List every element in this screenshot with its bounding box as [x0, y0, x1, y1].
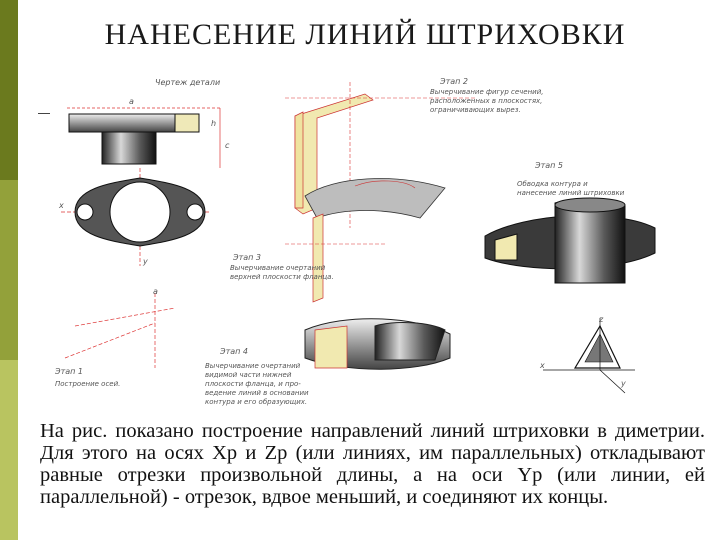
top-view: x y: [58, 168, 210, 266]
stage2-text-3: ограничивающих вырез.: [430, 106, 521, 114]
stage5-text-1: Обводка контура и: [517, 180, 588, 188]
stage2-text-1: Вычерчивание фигур сечений,: [430, 88, 544, 96]
stage5-title: Этап 5: [534, 161, 563, 170]
side-accent-segment: [0, 360, 18, 540]
stage4-lower-flange: Этап 4 Вычерчивание очертаний видимой ча…: [205, 318, 451, 406]
stage3-text-1: Вычерчивание очертаний: [230, 264, 326, 272]
side-accent-segment: [0, 180, 18, 360]
dimension-label-h: h: [211, 119, 216, 128]
axis-label-x: x: [539, 361, 545, 370]
drawing-caption: Чертеж детали: [155, 78, 220, 87]
axis-label-x-top: x: [58, 201, 64, 210]
stage1-text: Построение осей.: [55, 380, 120, 388]
dimension-label-a-stage1: a: [153, 287, 158, 296]
bullet-dash: [38, 113, 50, 114]
dimension-label-a: a: [129, 97, 134, 106]
stage2-title: Этап 2: [439, 77, 468, 86]
stage4-text-1: Вычерчивание очертаний: [205, 362, 301, 370]
stage4-text-2: видимой части нижней: [205, 371, 292, 379]
side-accent-bar: [0, 0, 18, 540]
stage4-text-3: плоскости фланца, и про-: [205, 380, 301, 388]
stage2-sections: Этап 2 Вычерчивание фигур сечений, распо…: [285, 77, 544, 228]
front-view: a h c: [67, 97, 230, 168]
axis-label-z: z: [598, 315, 604, 324]
body-paragraph: На рис. показано построение направлений …: [40, 420, 705, 508]
stage1-title: Этап 1: [55, 367, 83, 376]
stage3-text-2: верхней плоскости фланца.: [230, 273, 334, 281]
axis-label-y-top: y: [142, 257, 148, 266]
stage4-text-4: ведение линий в основании: [205, 389, 309, 397]
stage5-final-part: Этап 5 Обводка контура и нанесение линий…: [484, 161, 656, 284]
slide-title: НАНЕСЕНИЕ ЛИНИЙ ШТРИХОВКИ: [104, 18, 626, 51]
side-accent-segment: [0, 0, 18, 180]
hatching-direction-diagram: z x y: [539, 315, 635, 394]
stage4-text-5: контура и его образующих.: [205, 398, 307, 406]
stage2-text-2: расположенных в плоскостях,: [429, 97, 542, 105]
stage3-title: Этап 3: [232, 253, 261, 262]
stage1-axes: a Этап 1 Построение осей.: [55, 287, 176, 388]
dimension-label-c: c: [225, 141, 230, 150]
stage5-text-2: нанесение линий штриховки: [517, 189, 625, 197]
axis-label-y: y: [620, 379, 626, 388]
hatching-figure: Чертеж детали a h c x y a Этап 1 Построе…: [55, 77, 656, 406]
stage3-flange-top: Этап 3 Вычерчивание очертаний верхней пл…: [230, 178, 446, 303]
stage4-title: Этап 4: [219, 347, 248, 356]
